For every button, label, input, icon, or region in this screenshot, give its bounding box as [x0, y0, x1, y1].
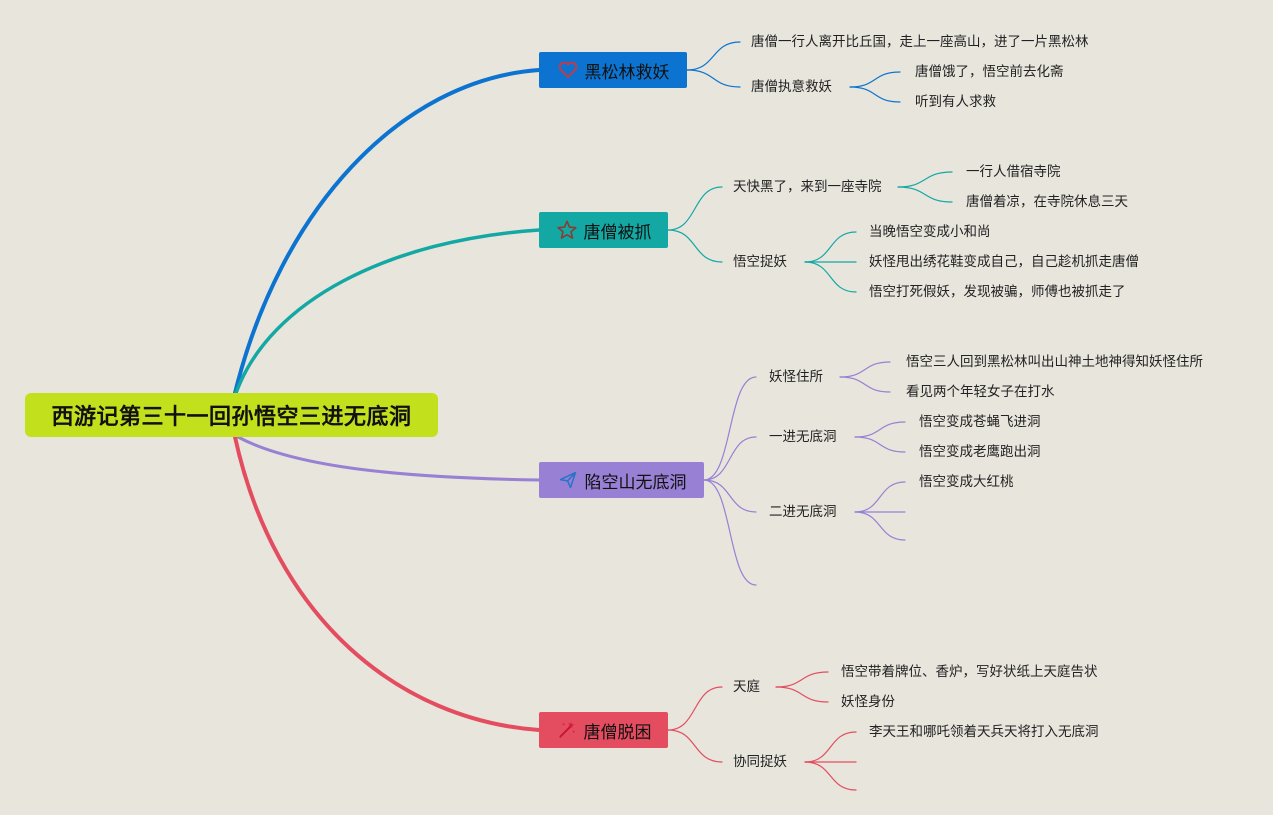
sub-branch-line	[839, 361, 891, 378]
sub-branch-line	[854, 436, 906, 453]
subtopic[interactable]: 协同捉妖	[733, 754, 787, 770]
subtopic[interactable]: 听到有人求救	[915, 94, 996, 110]
subtopic[interactable]: 妖怪甩出绣花鞋变成自己，自己趁机抓走唐僧	[869, 254, 1139, 270]
magic-wand-icon	[556, 719, 578, 741]
main-branch-line	[236, 435, 541, 482]
sub-branch-line	[897, 186, 953, 203]
subtopic[interactable]: 唐僧一行人离开比丘国，走上一座高山，进了一片黑松林	[751, 34, 1089, 50]
subtopic[interactable]: 天快黑了，来到一座寺院	[733, 179, 882, 195]
subtopic[interactable]: 妖怪身份	[841, 694, 895, 710]
sub-branch-line	[804, 761, 857, 791]
subtopic[interactable]: 天庭	[733, 679, 760, 695]
sub-branch-line	[667, 729, 723, 763]
sub-branch-line	[854, 481, 906, 513]
sub-branch-line	[804, 731, 857, 763]
branch-topic-monk-captured[interactable]: 唐僧被抓	[539, 212, 668, 248]
subtopic[interactable]: 李天王和哪吒领着天兵天将打入无底洞	[869, 724, 1099, 740]
sub-branch-line	[703, 436, 757, 481]
sub-branch-line	[775, 686, 829, 703]
subtopic[interactable]: 悟空捉妖	[733, 254, 787, 270]
branch-topic-black-pine-forest[interactable]: 黑松林救妖	[539, 52, 687, 88]
sub-branch-line	[804, 261, 857, 293]
branch-topic-label: 唐僧被抓	[583, 222, 652, 243]
root-topic-label: 西游记第三十一回孙悟空三进无底洞	[51, 405, 412, 430]
branch-topic-label: 唐僧脱困	[583, 722, 652, 743]
branch-topic-label: 黑松林救妖	[584, 62, 670, 83]
branch-topic-bottomless-cave[interactable]: 陷空山无底洞	[539, 462, 704, 498]
sub-branch-line	[667, 186, 723, 231]
sub-branch-line	[686, 69, 741, 88]
sub-branch-line	[667, 686, 723, 731]
subtopic[interactable]: 悟空打死假妖，发现被骗，师傅也被抓走了	[869, 284, 1126, 300]
subtopic[interactable]: 悟空变成苍蝇飞进洞	[919, 414, 1041, 430]
subtopic[interactable]: 当晚悟空变成小和尚	[869, 224, 991, 240]
sub-branch-line	[667, 229, 723, 263]
subtopic[interactable]: 一行人借宿寺院	[966, 164, 1061, 180]
sub-branch-line	[849, 71, 901, 88]
sub-branch-line	[854, 511, 906, 541]
sub-branch-line	[703, 376, 757, 481]
sub-branch-line	[775, 671, 829, 688]
sub-branch-line	[854, 421, 906, 438]
subtopic[interactable]: 唐僧着凉，在寺院休息三天	[966, 194, 1128, 210]
sub-branch-line	[804, 231, 857, 263]
subtopic[interactable]: 唐僧饿了，悟空前去化斋	[915, 64, 1064, 80]
sub-branch-line	[849, 86, 901, 103]
main-branch-line	[233, 435, 541, 732]
paper-plane-icon	[557, 469, 579, 491]
root-topic[interactable]: 西游记第三十一回孙悟空三进无底洞	[25, 393, 438, 437]
subtopic[interactable]: 悟空变成老鹰跑出洞	[919, 444, 1041, 460]
subtopic[interactable]: 悟空三人回到黑松林叫出山神土地神得知妖怪住所	[906, 354, 1203, 370]
branch-topic-label: 陷空山无底洞	[584, 472, 687, 493]
branch-topic-monk-rescued[interactable]: 唐僧脱困	[539, 712, 668, 748]
sub-branch-line	[839, 376, 891, 393]
sub-branch-line	[897, 171, 953, 188]
main-branch-line	[234, 228, 541, 395]
star-icon	[556, 219, 578, 241]
subtopic[interactable]: 妖怪住所	[769, 369, 823, 385]
heart-icon	[557, 59, 579, 81]
subtopic[interactable]: 悟空带着牌位、香炉，写好状纸上天庭告状	[841, 664, 1098, 680]
subtopic[interactable]: 二进无底洞	[769, 504, 837, 520]
subtopic[interactable]: 唐僧执意救妖	[751, 79, 832, 95]
subtopic[interactable]: 悟空变成大红桃	[919, 474, 1014, 490]
sub-branch-line	[703, 479, 757, 586]
main-branch-line	[233, 68, 541, 395]
subtopic[interactable]: 看见两个年轻女子在打水	[906, 384, 1055, 400]
subtopic[interactable]: 一进无底洞	[769, 429, 837, 445]
sub-branch-line	[703, 479, 757, 513]
sub-branch-line	[686, 41, 741, 71]
